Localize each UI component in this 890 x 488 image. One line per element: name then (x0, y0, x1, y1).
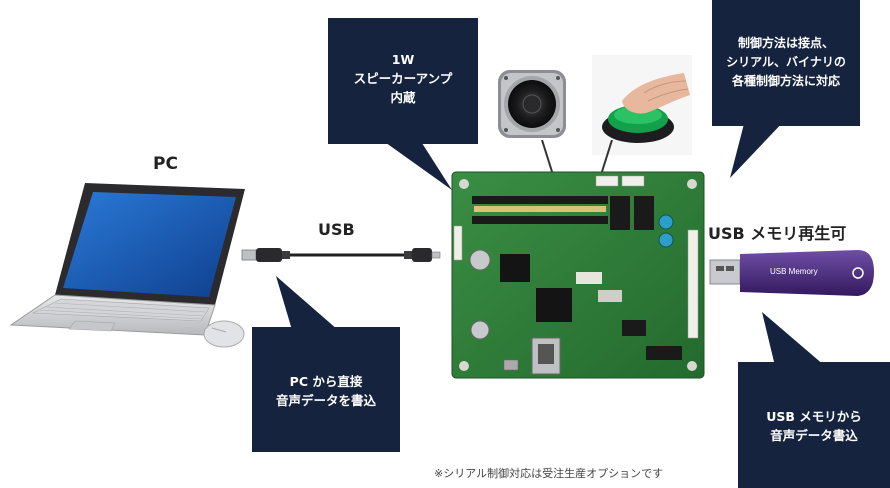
usb-memory-playback-label: USB メモリ再生可 (708, 224, 847, 243)
usb-label: USB (318, 220, 355, 239)
callout-speaker-amp-shape (328, 18, 478, 190)
mouse-icon (203, 320, 245, 348)
callout-control-method-shape (712, 0, 860, 178)
pc-label: PC (153, 154, 178, 174)
callout-usb-write-shape (738, 312, 890, 488)
callout-usb-write: USB メモリから 音声データ書込 (766, 409, 862, 443)
push-button-icon (592, 55, 692, 155)
footnote: ※シリアル制御対応は受注生産オプションです (434, 467, 664, 480)
circuit-board-icon (451, 171, 705, 379)
callout-pc-write: PC から直接 音声データを書込 (275, 374, 376, 408)
callout-pc-write-shape (252, 276, 400, 452)
usb-stick-label: USB Memory (770, 267, 818, 276)
usb-cable (241, 248, 441, 262)
callout-control-method: 制御方法は接点、 シリアル、バイナリの 各種制御方法に対応 (726, 36, 846, 88)
callout-speaker-amp: 1W スピーカーアンプ 内蔵 (353, 52, 453, 105)
speaker-icon (498, 70, 566, 138)
laptop-icon (9, 183, 245, 336)
usb-stick-icon (709, 250, 874, 296)
